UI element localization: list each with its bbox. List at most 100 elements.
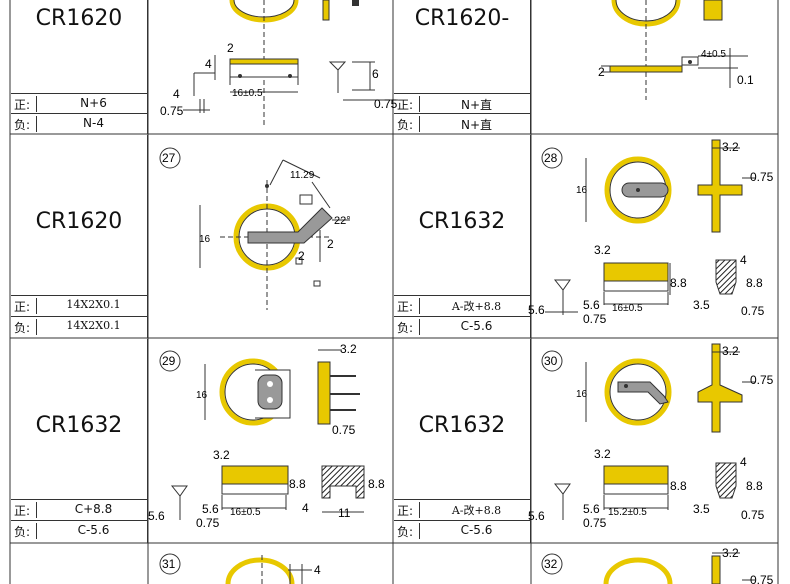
pos-label: 正: (397, 298, 420, 314)
diagram-number: 30 (544, 354, 558, 368)
neg-label: 负: (397, 116, 420, 132)
model-name: CR1632 (418, 209, 506, 234)
dim-label: 5.6 (528, 303, 545, 317)
pos-label: 正: (14, 298, 37, 314)
neg-label: 负: (14, 319, 37, 335)
cell-label-r2-left: CR1620 正: 14X2X0.1 负: 14X2X0.1 (11, 135, 148, 338)
neg-row: 负: 14X2X0.1 (11, 316, 148, 337)
pos-row: 正: A-改+8.8 (394, 499, 531, 520)
dim-label: 4 (314, 563, 321, 577)
diagram-number: 27 (162, 151, 176, 165)
dim-label: 5.6 (528, 509, 545, 523)
neg-value: C-5.6 (77, 523, 110, 537)
dim-label: 4 (740, 253, 747, 267)
dim-label: 5.6 (148, 509, 165, 523)
neg-row: 负: C-5.6 (11, 520, 148, 541)
neg-row: 负: N+直 (394, 113, 531, 134)
model-name: CR1620 (35, 209, 123, 234)
neg-row: 负: N-4 (11, 113, 148, 134)
dim-label: 16±0.5 (232, 88, 263, 99)
pos-label: 正: (14, 96, 37, 112)
dim-label: 11.29 (290, 170, 315, 181)
diagram-number: 28 (544, 151, 558, 165)
dim-label: 8.8 (670, 479, 687, 493)
cell-label-r3-left: CR1632 正: C+8.8 负: C-5.6 (11, 339, 148, 543)
dim-label: 8.8 (746, 276, 763, 290)
dim-label: 0.75 (750, 170, 774, 184)
dim-label: 8.8 (368, 477, 385, 491)
diagram-number: 31 (162, 557, 176, 571)
dim-label: 8.8 (289, 477, 306, 491)
pos-row: 正: N+直 (394, 93, 531, 114)
dim-label: 3.2 (340, 342, 357, 356)
neg-label: 负: (397, 319, 420, 335)
dim-label: 3.2 (722, 546, 739, 560)
dim-label: 0.75 (741, 508, 765, 522)
pos-row: 正: C+8.8 (11, 499, 148, 520)
dim-label: 11 (338, 506, 351, 520)
dim-label: 5.6 (583, 502, 600, 516)
dim-label: 22° (334, 215, 351, 227)
neg-row: 负: C-5.6 (394, 520, 531, 541)
dim-label: 0.75 (750, 573, 774, 584)
neg-value: C-5.6 (460, 319, 493, 333)
dim-label: 4 (205, 57, 212, 71)
neg-row: 负: C-5.6 (394, 316, 531, 337)
neg-value: C-5.6 (460, 523, 493, 537)
cell-label-r1-left: CR1620 正: N+6 负: N-4 (11, 0, 148, 134)
drawing-cr1620-n6: 2 4 16±0.5 6 4 0.75 0.75 (160, 0, 398, 128)
dim-label: 8.8 (670, 276, 687, 290)
dim-label: 5.6 (202, 502, 219, 516)
neg-label: 负: (397, 523, 420, 539)
pos-label: 正: (14, 502, 37, 518)
cell-label-r1-right: CR1620- 正: N+直 负: N+直 (394, 0, 531, 134)
drawing-32: 32 3.2 0.75 (541, 546, 774, 584)
dim-label: 5.6 (583, 298, 600, 312)
dim-label: 16 (199, 234, 211, 245)
pos-value: 14X2X0.1 (66, 298, 121, 311)
dim-label: 16±0.5 (230, 507, 261, 518)
dim-label: 4±0.5 (701, 49, 726, 60)
dim-label: 0.75 (332, 423, 356, 437)
dim-label: 3.2 (594, 243, 611, 257)
pos-value: A-改+8.8 (451, 300, 502, 313)
neg-value: N-4 (83, 116, 104, 130)
model-name: CR1620 (35, 6, 123, 31)
pos-row: 正: A-改+8.8 (394, 295, 531, 316)
pos-value: A-改+8.8 (451, 504, 502, 517)
dim-label: 4 (302, 501, 309, 515)
dim-label: 3.5 (693, 502, 710, 516)
neg-value: N+直 (460, 118, 493, 132)
pos-value: N+6 (80, 96, 107, 110)
dim-label: 6 (372, 67, 379, 81)
dim-label: 3.2 (594, 447, 611, 461)
dim-label: 4 (740, 455, 747, 469)
drawing-30: 30 3.2 16 0.75 3.2 4 8.8 8.8 5.6 15.2±0.… (528, 343, 774, 530)
dim-label: 16 (196, 390, 208, 401)
drawing-29: 29 3.2 16 0.75 3.2 8.8 8.8 5.6 16±0.5 4 … (148, 342, 385, 530)
dim-label: 3.2 (722, 140, 739, 154)
dim-label: 8.8 (746, 479, 763, 493)
dim-label: 3.5 (693, 298, 710, 312)
dim-label: 15.2±0.5 (608, 507, 647, 518)
dim-label: 3.2 (722, 344, 739, 358)
dim-label: 0.1 (737, 73, 754, 87)
dim-label: 3.2 (213, 448, 230, 462)
dim-label: 2 (598, 65, 605, 79)
dim-label: 0.75 (583, 516, 607, 530)
dim-label: 16 (576, 185, 588, 196)
model-name: CR1632 (35, 413, 123, 438)
dim-label: 0.75 (196, 516, 220, 530)
drawing-31: 31 4 (159, 553, 321, 584)
cell-label-r3-right: CR1632 正: A-改+8.8 负: C-5.6 (394, 339, 531, 543)
neg-label: 负: (14, 116, 37, 132)
dim-label: 16±0.5 (612, 303, 643, 314)
dim-label: 0.75 (160, 104, 184, 118)
pos-row: 正: N+6 (11, 93, 148, 114)
pos-value: C+8.8 (74, 502, 113, 516)
diagram-number: 29 (162, 354, 176, 368)
drawing-cr1620-straight: 4±0.5 2 0.1 (598, 0, 754, 100)
dim-label: 0.75 (374, 97, 398, 111)
neg-label: 负: (14, 523, 37, 539)
